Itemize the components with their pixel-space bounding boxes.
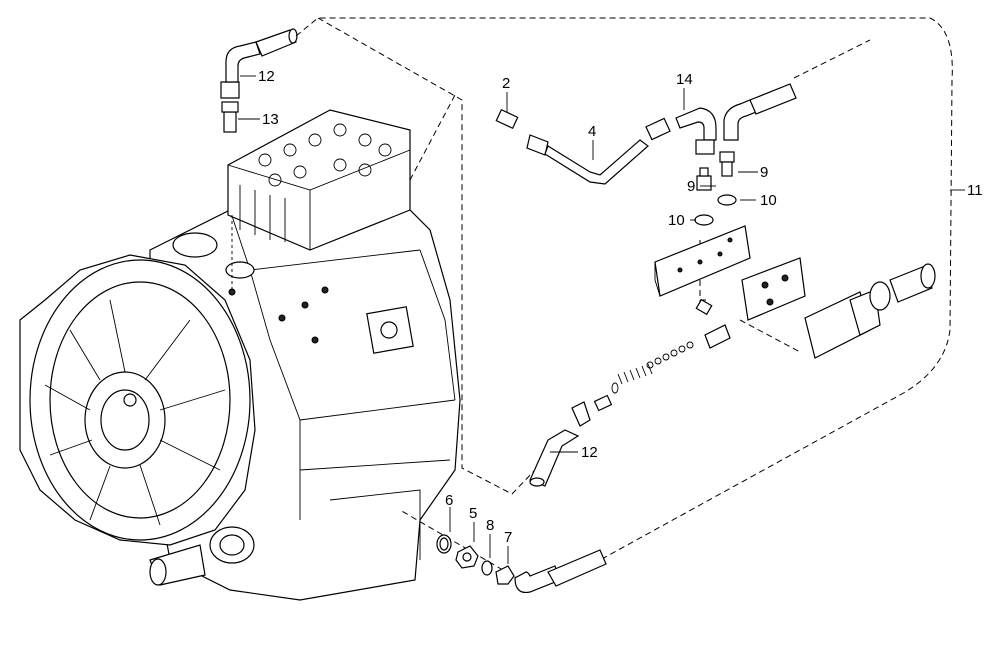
leader-lines (238, 75, 965, 564)
converter-bell-housing (19, 254, 256, 586)
callout-4: 4 (588, 123, 597, 140)
callout-12-top: 12 (258, 68, 275, 85)
callout-12-bottom: 12 (581, 444, 598, 461)
fitting-13-and-hose-12-top (220, 28, 298, 133)
callout-9-left: 9 (687, 178, 696, 195)
routing-lines (295, 17, 953, 581)
fitting-2-and-pipe-4 (495, 108, 671, 185)
control-valve-block (227, 109, 411, 296)
callout-10-left: 10 (668, 212, 685, 229)
hose-12-lower (529, 401, 591, 487)
callout-13: 13 (262, 111, 279, 128)
callout-9-right: 9 (760, 164, 769, 181)
callout-10-right: 10 (760, 192, 777, 209)
callout-7: 7 (504, 529, 513, 546)
callout-6: 6 (445, 492, 454, 509)
callout-11: 11 (967, 182, 983, 199)
elbow-14-fittings-9-10 (675, 83, 797, 226)
callout-2: 2 (502, 75, 511, 92)
callout-5: 5 (469, 505, 478, 522)
spring-and-balls (593, 341, 694, 412)
callout-8: 8 (486, 517, 495, 534)
callout-14: 14 (676, 71, 693, 88)
parts-5-6-7-8 (436, 534, 607, 594)
valve-plate-assembly (654, 225, 936, 359)
